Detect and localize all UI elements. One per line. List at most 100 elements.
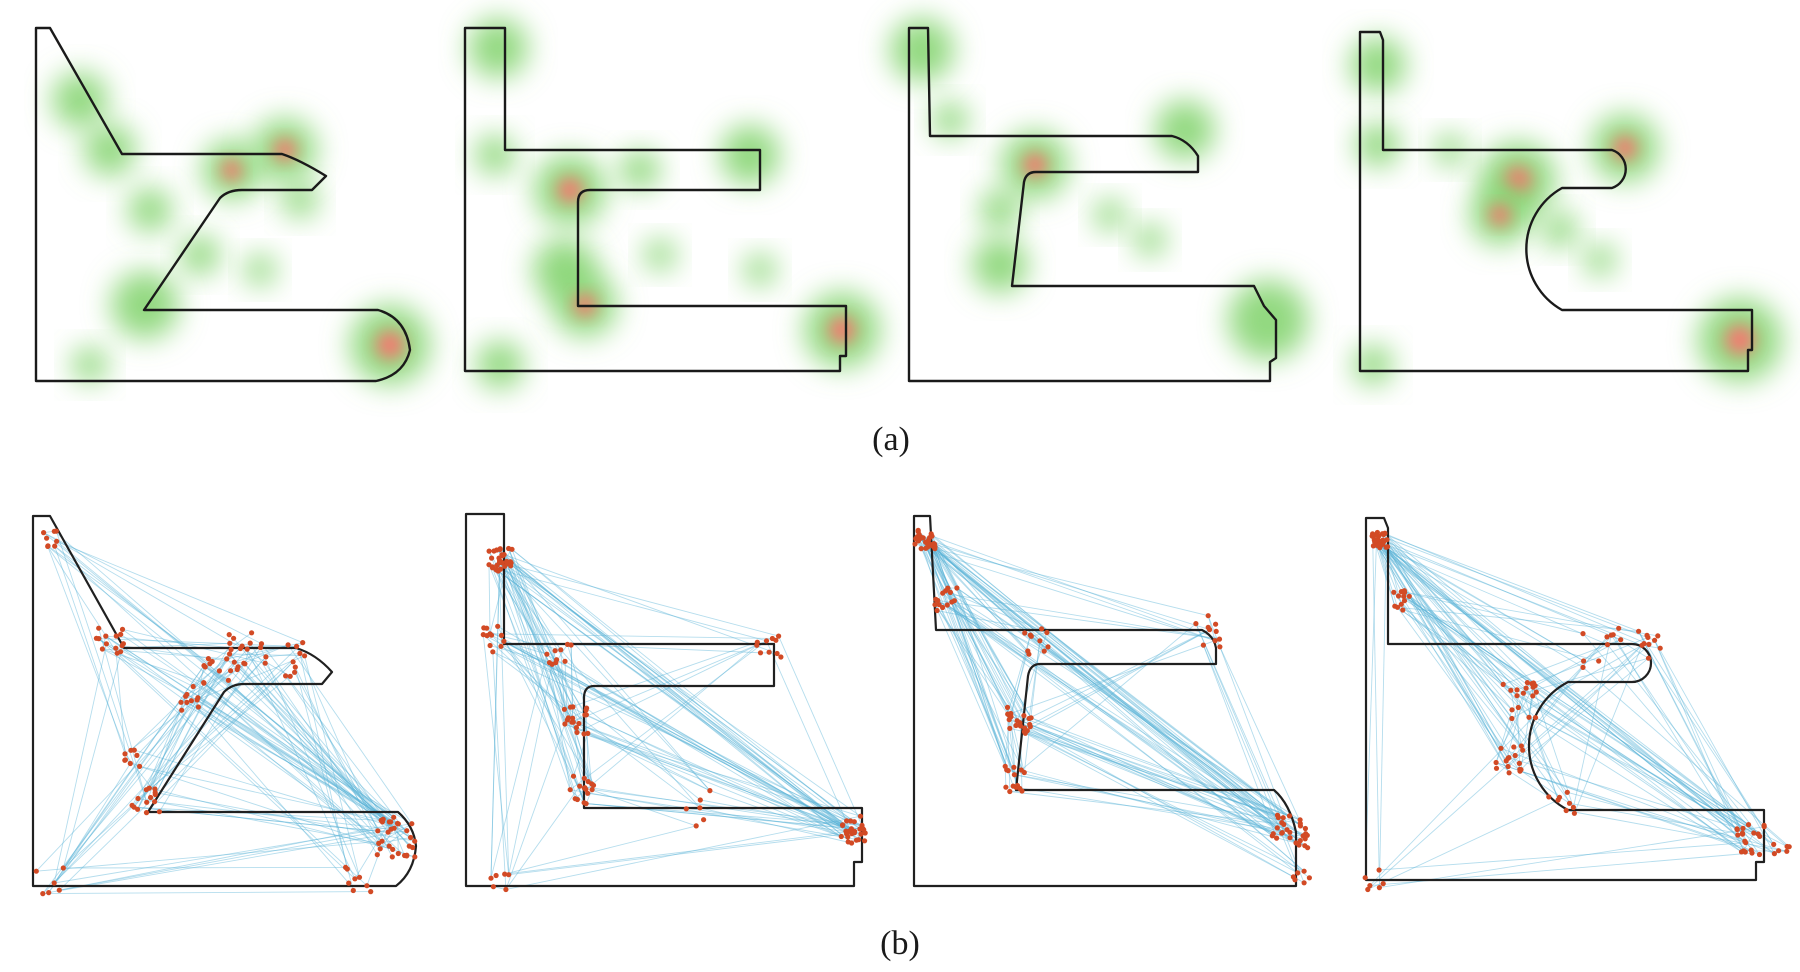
- fixation-point: [1274, 825, 1280, 831]
- scanpath-line: [1372, 533, 1380, 871]
- fixation-point: [1021, 769, 1027, 776]
- scanpath-line: [508, 832, 855, 876]
- scanpath-line: [1202, 644, 1299, 874]
- scanpath-line: [492, 567, 571, 790]
- scanpath-line: [934, 547, 1006, 767]
- scanpath-line: [501, 554, 576, 799]
- fixation-point: [184, 699, 190, 706]
- scanpath-line: [1016, 786, 1290, 833]
- fixation-point: [1749, 850, 1755, 856]
- scanpath-lines-1: [35, 530, 415, 895]
- fixation-point: [1297, 838, 1303, 844]
- fixation-point: [1657, 645, 1663, 651]
- scanpath-line: [925, 541, 1028, 731]
- fixation-point: [1205, 624, 1211, 631]
- scanpath-line: [927, 544, 1026, 734]
- fixation-point: [131, 804, 137, 810]
- scanpath-line: [56, 540, 303, 644]
- scanpath-line: [699, 807, 852, 844]
- scanpath-line: [54, 530, 390, 823]
- fixation-point: [1021, 729, 1027, 735]
- scanpath-line: [1014, 774, 1308, 836]
- fixation-point: [244, 646, 250, 652]
- fixation-point: [1286, 813, 1293, 819]
- fixation-point: [1514, 687, 1520, 693]
- heatmap-blobs-3: [890, 18, 1308, 360]
- scanpath-line: [105, 635, 408, 832]
- fixation-point: [290, 659, 296, 665]
- scanpath-line: [155, 792, 415, 842]
- scanpath-line: [53, 665, 205, 884]
- scanpath-lines-3: [914, 530, 1310, 884]
- scanpath-line: [1029, 724, 1279, 818]
- heat-blob: [244, 254, 276, 286]
- scanpath-line: [1508, 636, 1608, 758]
- scanpath-line: [919, 538, 1029, 652]
- fixation-point: [576, 720, 582, 727]
- fixation-point: [190, 683, 196, 690]
- scanpath-line: [1520, 687, 1534, 770]
- scanpath-line: [148, 666, 206, 789]
- fixation-point: [585, 790, 591, 796]
- scanpath-line: [504, 829, 864, 875]
- fixation-point: [570, 715, 576, 721]
- fixation-point: [1304, 832, 1310, 838]
- scanpath-line: [1219, 646, 1307, 834]
- fixation-point: [572, 796, 578, 802]
- fixation-point: [239, 643, 245, 649]
- fixation-point: [925, 542, 931, 548]
- scanpath-line: [137, 671, 295, 799]
- scanpath-line: [501, 635, 594, 786]
- scanpath-line: [564, 723, 847, 832]
- scanpath-line: [947, 604, 1291, 839]
- scanpath-line: [203, 682, 392, 830]
- scanpath-line: [500, 568, 562, 651]
- scanpath-line: [1372, 535, 1621, 641]
- heat-blob: [620, 150, 660, 190]
- scanpath-line: [1385, 546, 1518, 691]
- scanpath-line: [354, 821, 390, 880]
- fixation-point: [1290, 874, 1296, 880]
- scanpath-line: [499, 549, 865, 842]
- fixation-point: [1004, 704, 1011, 711]
- fixation-point: [178, 699, 184, 705]
- fixation-point: [60, 865, 66, 871]
- fixation-point: [1401, 588, 1407, 594]
- scanpath-line: [1374, 539, 1746, 842]
- fixation-point: [46, 890, 52, 896]
- fixation-point: [1761, 822, 1767, 828]
- scanpath-line: [929, 537, 1029, 652]
- fixation-point: [1004, 767, 1010, 773]
- fixation-point: [564, 717, 571, 723]
- scanpath-line: [938, 604, 1025, 773]
- fixation-point: [1301, 880, 1307, 886]
- fixation-points-2: [480, 545, 868, 893]
- scanpath-line: [1376, 542, 1396, 607]
- scanpath-line: [1503, 639, 1621, 685]
- fixation-point: [228, 646, 234, 653]
- scanpath-line: [918, 533, 1300, 846]
- fixation-point: [701, 817, 707, 823]
- scanpath-line: [1516, 636, 1649, 691]
- scanpath-line: [1019, 629, 1210, 724]
- scanpath-line: [1021, 623, 1197, 771]
- fixation-point: [590, 782, 597, 788]
- scanpath-line: [1382, 533, 1639, 632]
- fixation-point: [1500, 681, 1506, 688]
- scanpath-line: [203, 682, 384, 820]
- fixation-point: [502, 871, 508, 877]
- fixation-point: [1604, 634, 1610, 640]
- heat-hotspot: [1504, 166, 1532, 194]
- scanpath-line: [1379, 842, 1746, 871]
- fixation-point: [390, 846, 396, 853]
- fixation-point: [484, 633, 490, 639]
- scanpath-line: [105, 635, 391, 823]
- scanpath-line: [498, 557, 586, 716]
- scanpath-line: [1385, 546, 1760, 855]
- scanpath-line: [102, 648, 227, 660]
- heat-hotspot: [1725, 325, 1755, 355]
- fixation-point: [231, 659, 237, 665]
- scanpath-line: [914, 543, 1209, 617]
- fixation-point: [1394, 604, 1401, 610]
- fixation-point: [583, 801, 589, 807]
